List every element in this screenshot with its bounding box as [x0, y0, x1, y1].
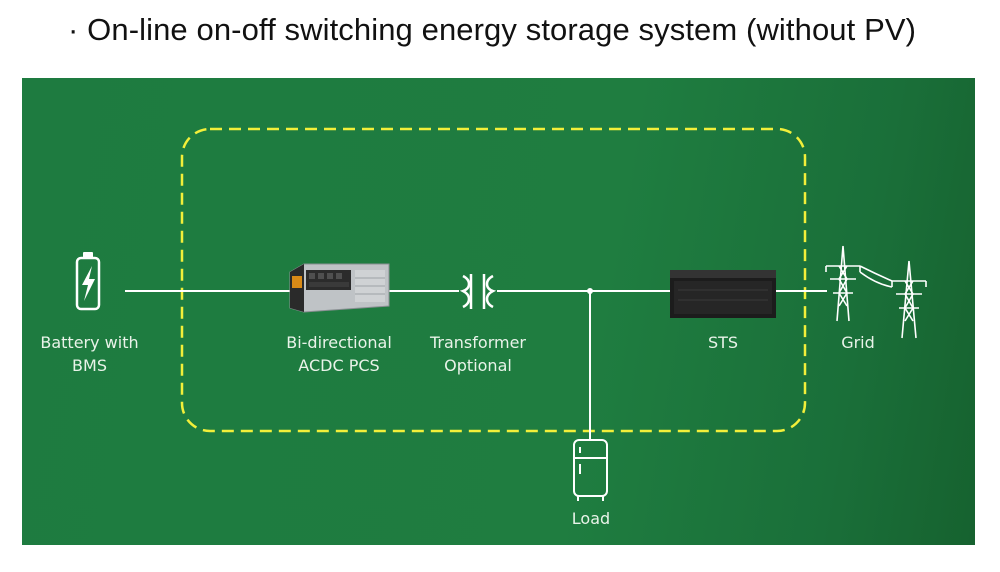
battery-charging-icon [75, 252, 101, 311]
system-boundary [180, 127, 807, 433]
pcs-label-line1: Bi-directional [286, 333, 392, 352]
battery-label: Battery with BMS [22, 331, 157, 377]
transformer-label-line2: Optional [444, 356, 512, 375]
transformer-label: Transformer Optional [413, 331, 543, 377]
battery-label-line2: BMS [72, 356, 107, 375]
sts-unit-icon [670, 270, 776, 318]
page-title: · On-line on-off switching energy storag… [68, 12, 917, 47]
pcs-label: Bi-directional ACDC PCS [264, 331, 414, 377]
system-diagram [75, 127, 927, 501]
load-label: Load [571, 509, 611, 528]
pcs-cabinet-icon [289, 263, 390, 313]
transformer-icon [459, 274, 497, 309]
grid-label: Grid [841, 333, 875, 352]
diagram-panel: Battery with BMS Bi-directional ACDC PCS… [22, 78, 975, 545]
transmission-tower-icon [825, 245, 927, 339]
battery-label-line1: Battery with [40, 333, 139, 352]
refrigerator-icon [573, 439, 608, 501]
sts-label: STS [707, 333, 739, 352]
transformer-label-line1: Transformer [429, 333, 526, 352]
pcs-label-line2: ACDC PCS [298, 356, 380, 375]
